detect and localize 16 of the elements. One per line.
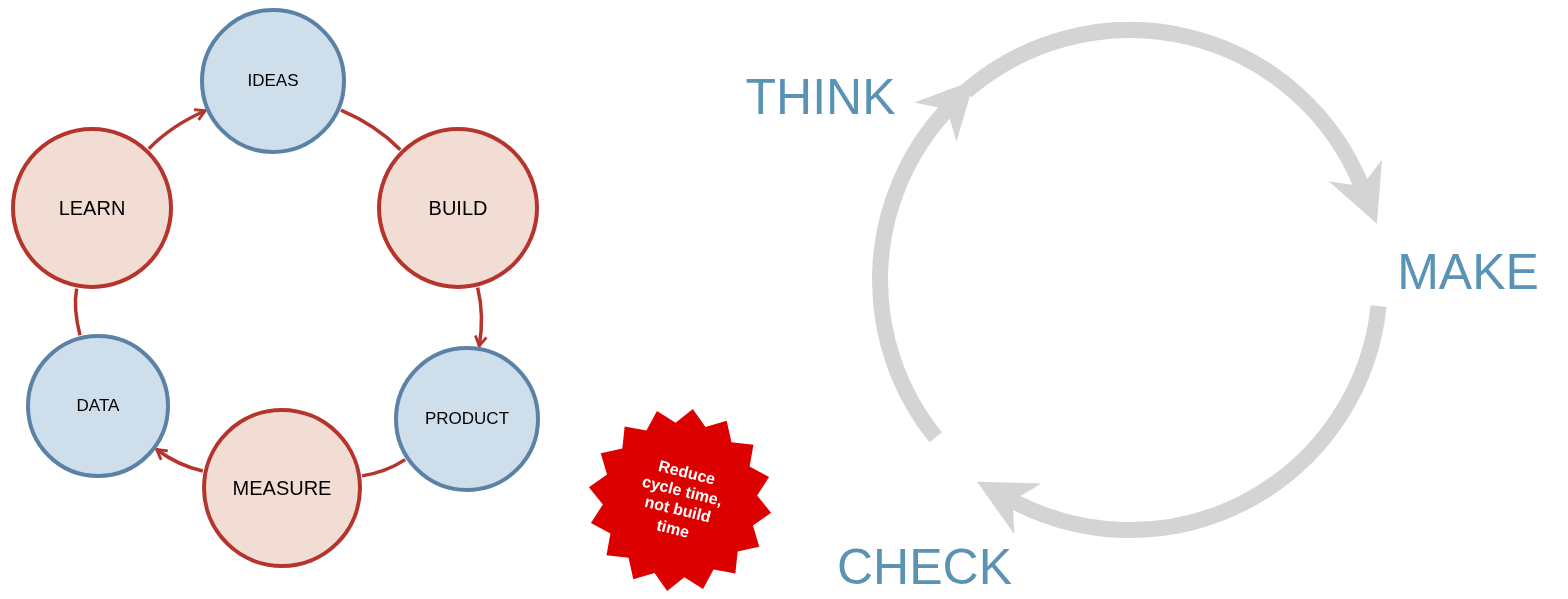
arrow bbox=[975, 304, 1387, 538]
node-label: MAKE bbox=[1397, 247, 1539, 297]
arrow bbox=[961, 22, 1381, 223]
node-label: PRODUCT bbox=[424, 408, 510, 431]
arrow bbox=[155, 448, 204, 473]
node-label: BUILD bbox=[428, 196, 488, 221]
starburst-badge bbox=[588, 408, 772, 592]
node-label: CHECK bbox=[837, 542, 1012, 592]
node-label: DATA bbox=[76, 395, 120, 418]
arrow bbox=[473, 287, 488, 348]
node-label: THINK bbox=[745, 72, 896, 122]
node-label: IDEAS bbox=[247, 70, 299, 93]
node-label: Reduce cycle time, not build time bbox=[640, 456, 725, 541]
node-label: LEARN bbox=[58, 196, 126, 221]
arrow bbox=[147, 108, 207, 151]
node-label: MEASURE bbox=[232, 476, 332, 501]
